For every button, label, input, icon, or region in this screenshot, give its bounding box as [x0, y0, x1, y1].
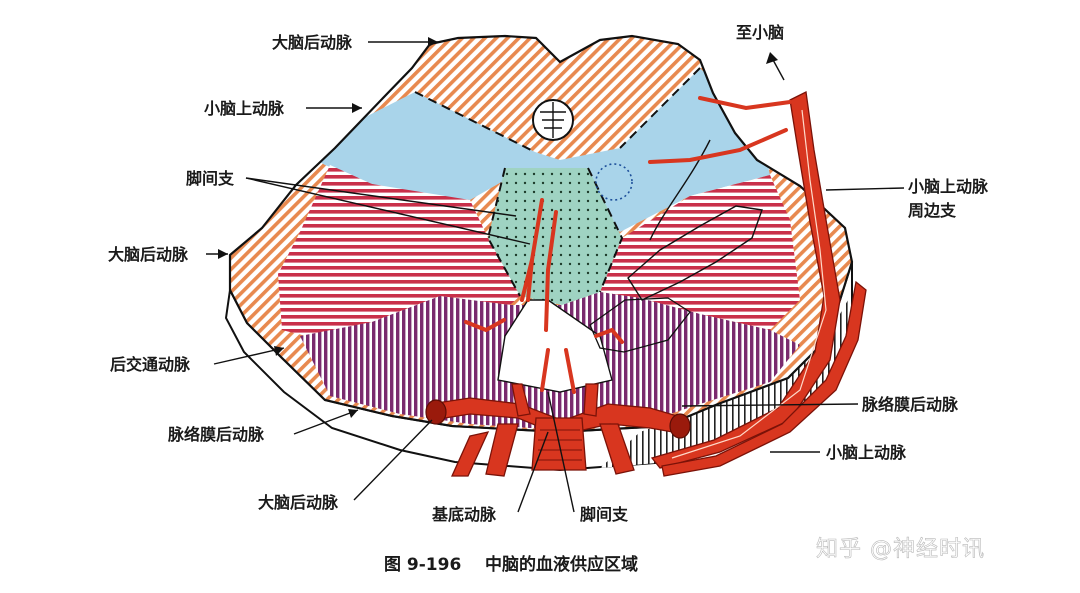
artery-stub-left-1	[450, 431, 490, 477]
sca-right-vessel	[661, 280, 867, 477]
label-pchor-left: 脉络膜后动脉	[167, 425, 265, 444]
red-nucleus-outline	[595, 163, 633, 201]
label-basilar: 基底动脉	[431, 505, 497, 524]
figure-caption: 图 9-196 中脑的血液供应区域	[384, 554, 638, 575]
label-pchor-right: 脉络膜后动脉	[861, 395, 959, 414]
substantia-nigra-outline	[627, 205, 763, 301]
midbrain-cross-section	[224, 34, 854, 472]
border-interpeduncular	[486, 167, 624, 297]
label-sca-peripheral-line1: 小脑上动脉	[908, 177, 989, 196]
label-sca-peripheral-line2: 周边支	[908, 201, 957, 220]
pca-right-cut-end	[669, 413, 691, 439]
leader-lines	[206, 37, 905, 513]
sca-peripheral-vessel	[650, 91, 841, 469]
label-sca-left: 小脑上动脉	[204, 99, 285, 118]
border-sca-right	[619, 67, 701, 149]
labels: 大脑后动脉 小脑上动脉 脚间支 大脑后动脉 后交通动脉 脉络膜后动脉 大脑后动脉…	[108, 23, 989, 524]
sca-branch-curve	[649, 139, 711, 241]
artery-stub-left-2	[485, 423, 519, 477]
arteries	[425, 91, 867, 477]
artery-stub-right-2	[511, 383, 531, 417]
border-sca-left	[414, 91, 536, 153]
label-interpeduncular-bottom: 脚间支	[580, 505, 629, 524]
territory-interpeduncular-dots	[488, 168, 622, 305]
territory-superior-cerebellar	[300, 68, 770, 232]
label-interpeduncular-left: 脚间支	[186, 169, 235, 188]
watermark: 知乎 @神经时讯	[816, 537, 985, 562]
label-pca-top: 大脑后动脉	[272, 33, 353, 52]
label-pca-bottom: 大脑后动脉	[258, 493, 339, 512]
label-pca-left: 大脑后动脉	[108, 245, 189, 264]
cerebral-aqueduct	[532, 99, 574, 141]
artery-stub-right-1	[599, 423, 635, 475]
pca-left-cut-end	[425, 399, 447, 425]
label-sca-right: 小脑上动脉	[826, 443, 907, 462]
label-to-cerebellum: 至小脑	[736, 23, 784, 42]
territory-posterior-communicating-right	[600, 175, 800, 330]
label-pcomm: 后交通动脉	[110, 355, 191, 374]
lemniscus-outline	[589, 297, 691, 353]
artery-stub-right-3	[583, 383, 599, 417]
